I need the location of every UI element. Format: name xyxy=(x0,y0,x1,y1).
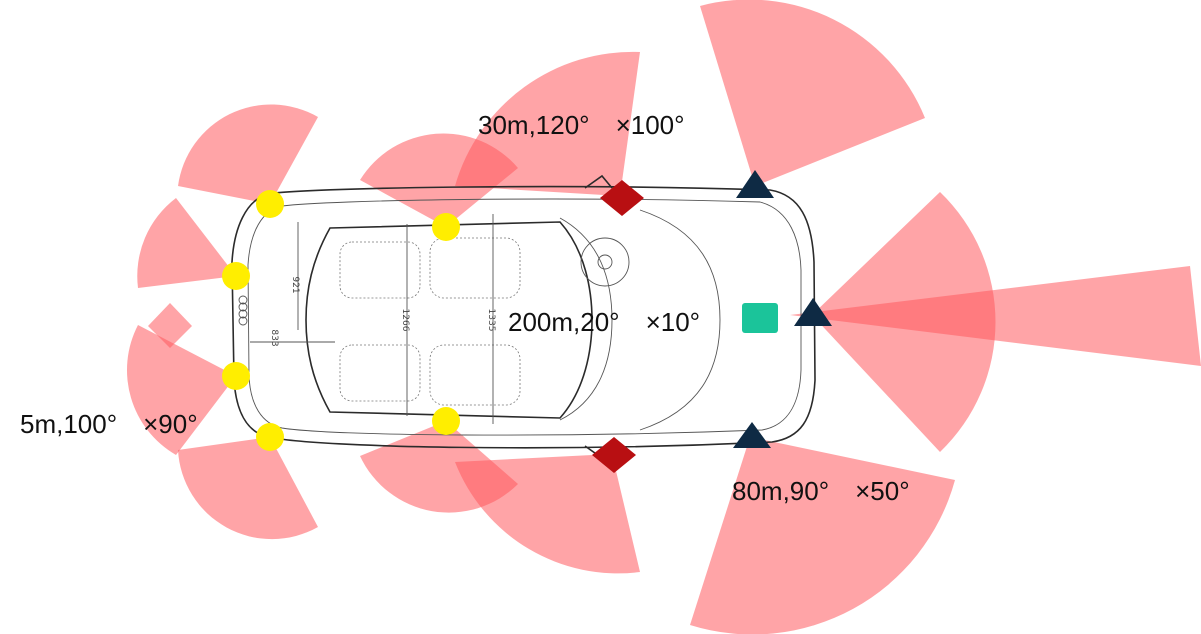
car-body xyxy=(231,185,816,449)
ultrasonic-sensor-rear-right xyxy=(256,423,284,451)
radar-sensor-corner-bottom xyxy=(733,422,771,448)
dim-text-rear: 833 xyxy=(269,329,279,346)
seat-front-right xyxy=(429,344,521,406)
ultrasonic-sensor-rear-side-lower xyxy=(222,362,250,390)
ultrasonic-sensors xyxy=(222,190,460,451)
fov-ultrasonic-rear-lower xyxy=(126,325,236,455)
fov-radar-corner-bottom xyxy=(690,437,955,634)
radar-sensor-corner-top xyxy=(736,170,774,198)
fov-ultrasonic-rear-upper xyxy=(137,198,236,288)
dim-text-overall-width: 1335 xyxy=(486,309,496,332)
rear-logo xyxy=(238,295,248,326)
ultrasonic-sensor-rear-left xyxy=(256,190,284,218)
label-long-range: 200m,20° ×10° xyxy=(508,307,700,337)
radar-sensors xyxy=(733,170,832,448)
steering-hub xyxy=(597,254,613,270)
seat-front-left xyxy=(429,237,521,299)
fov-camera-bottom xyxy=(455,454,640,574)
dim-text-front-width: 1266 xyxy=(400,309,410,332)
fov-camera-top xyxy=(455,51,640,197)
car-hood-line xyxy=(639,209,721,431)
steering-wheel xyxy=(580,237,630,287)
camera-sensor-top xyxy=(600,180,644,216)
car-cabin xyxy=(305,221,593,419)
seat-rear-left xyxy=(339,241,421,299)
fov-ultrasonic-rear-left xyxy=(178,104,318,204)
label-mid-range-camera: 30m,120° ×100° xyxy=(478,110,685,140)
lidar-sensor-front xyxy=(742,303,778,333)
ultrasonic-sensor-rear-side-upper xyxy=(222,262,250,290)
fov-lidar-long-range xyxy=(790,266,1201,366)
fov-ultrasonic-rear-right xyxy=(178,437,318,540)
label-corner-radar: 80m,90° ×50° xyxy=(732,476,910,506)
seat-rear-right xyxy=(339,344,421,402)
dim-text-side: 921 xyxy=(290,276,300,293)
car-body-inner xyxy=(247,198,802,436)
camera-sensor-bottom xyxy=(592,437,636,473)
ultrasonic-sensor-side-upper xyxy=(432,213,460,241)
ultrasonic-sensor-side-lower xyxy=(432,407,460,435)
label-short-range-ultrasonic: 5m,100° ×90° xyxy=(20,409,198,439)
car-windshield xyxy=(559,217,613,421)
fov-sectors xyxy=(126,0,1201,634)
fov-rear-overlap xyxy=(148,303,192,348)
lidar-sensors xyxy=(742,303,778,333)
fov-radar-corner-top xyxy=(700,0,925,186)
camera-sensors xyxy=(592,180,644,473)
mirror-left xyxy=(584,174,613,189)
car-top-view: 1266 1335 921 833 xyxy=(231,174,816,460)
radar-sensor-front xyxy=(794,298,832,326)
